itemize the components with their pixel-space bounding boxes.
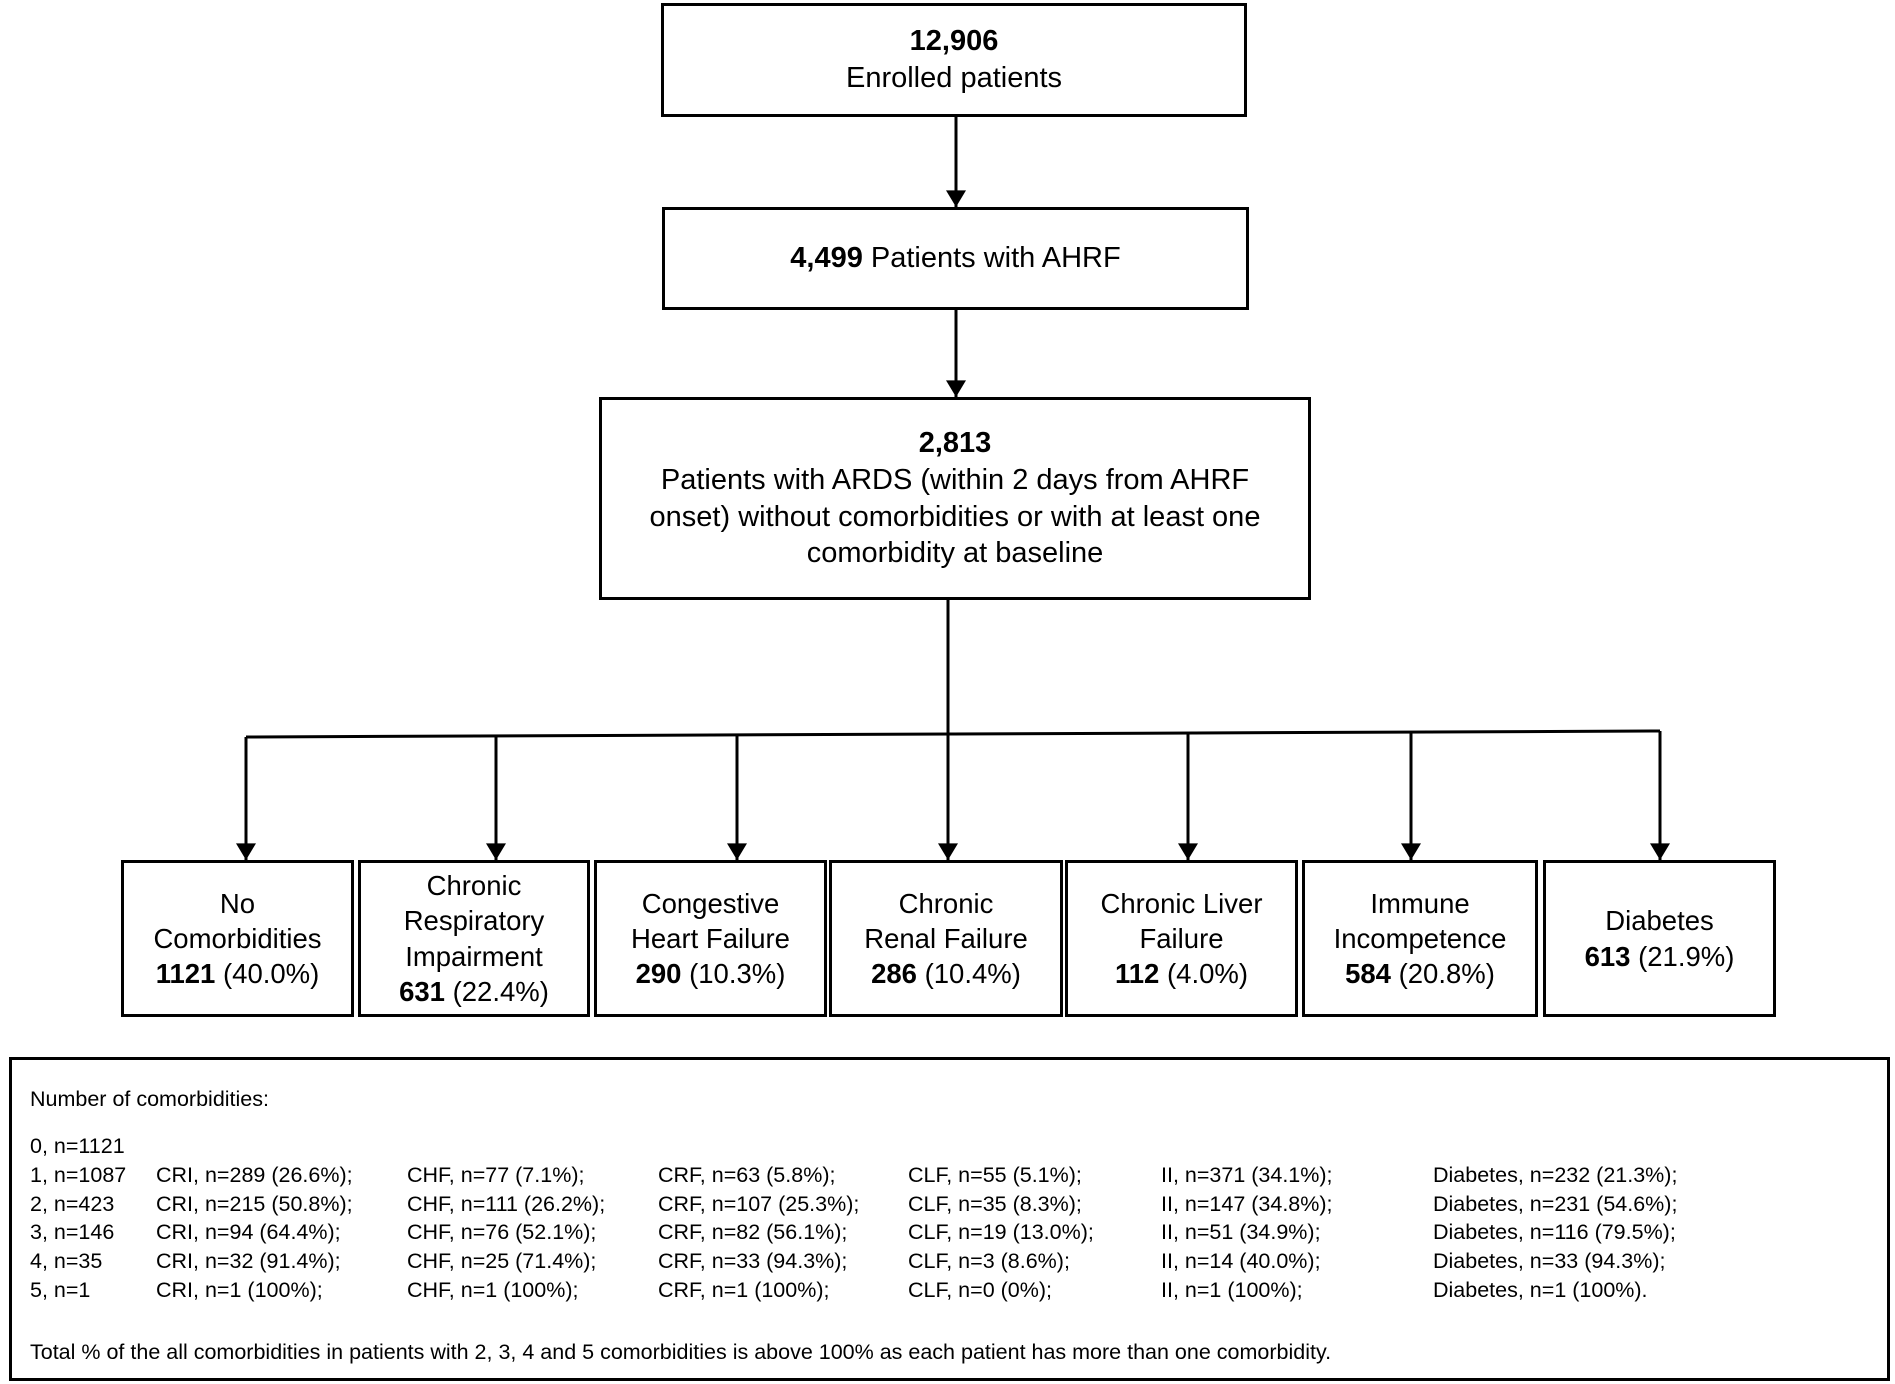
- category-line: Renal Failure: [864, 922, 1028, 954]
- category-line: Chronic: [426, 870, 522, 902]
- category-line: Respiratory: [403, 905, 545, 937]
- category-pct: (40.0%): [215, 958, 320, 990]
- legend-cell: II, n=14 (40.0%);: [1161, 1249, 1321, 1273]
- legend-cell: CLF, n=19 (13.0%);: [908, 1220, 1094, 1244]
- category-count: 613: [1584, 940, 1631, 972]
- category-line: Immune: [1370, 887, 1470, 919]
- legend-footnote: Total % of the all comorbidities in pati…: [30, 1340, 1332, 1364]
- category-count: 1121: [155, 958, 216, 990]
- category-line: Heart Failure: [631, 922, 790, 954]
- enrolled-count: 12,906: [909, 25, 999, 58]
- legend-cell: II, n=1 (100%);: [1161, 1278, 1303, 1302]
- category-pct: (4.0%): [1159, 958, 1248, 990]
- legend-title: Number of comorbidities:: [30, 1087, 269, 1111]
- category-value: 613 (21.9%): [1585, 939, 1735, 974]
- legend-cell: CRI, n=32 (91.4%);: [156, 1249, 341, 1273]
- legend-cell: 4, n=35: [30, 1249, 103, 1273]
- legend-cell: CHF, n=111 (26.2%);: [407, 1192, 606, 1216]
- category-line: Impairment: [405, 940, 543, 972]
- category-count: 584: [1345, 958, 1391, 990]
- legend-cell: 1, n=1087: [30, 1163, 127, 1187]
- category-no-comorbidities: No Comorbidities 1121 (40.0%): [121, 860, 354, 1017]
- category-pct: (20.8%): [1390, 958, 1495, 990]
- legend-cell: CRI, n=289 (26.6%);: [156, 1163, 353, 1187]
- legend-cell: Diabetes, n=33 (94.3%);: [1433, 1249, 1666, 1273]
- legend-cell: CLF, n=55 (5.1%);: [908, 1163, 1082, 1187]
- category-value: 290 (10.3%): [636, 956, 786, 991]
- category-line: Chronic: [898, 887, 994, 919]
- legend-cell: CRF, n=63 (5.8%);: [658, 1163, 836, 1187]
- legend-cell: Diabetes, n=231 (54.6%);: [1433, 1192, 1678, 1216]
- legend-cell: 3, n=146: [30, 1220, 115, 1244]
- legend-cell: CRF, n=33 (94.3%);: [658, 1249, 848, 1273]
- category-immune-incompetence: Immune Incompetence 584 (20.8%): [1302, 860, 1538, 1017]
- enrolled-patients-box: 12,906 Enrolled patients: [661, 3, 1247, 117]
- ards-count: 2,813: [918, 426, 992, 459]
- category-line: Diabetes: [1605, 905, 1714, 937]
- legend-cell: 0, n=1121: [30, 1134, 125, 1158]
- ahrf-patients-box: 4,499 Patients with AHRF: [662, 207, 1249, 310]
- category-congestive-heart-failure: Congestive Heart Failure 290 (10.3%): [594, 860, 827, 1017]
- ards-line-1: Patients with ARDS (within 2 days from A…: [660, 463, 1250, 496]
- legend-cell: CLF, n=35 (8.3%);: [908, 1192, 1082, 1216]
- legend-cell: CHF, n=76 (52.1%);: [407, 1220, 597, 1244]
- ards-line-3: comorbidity at baseline: [806, 537, 1104, 570]
- category-line: Congestive: [641, 887, 780, 919]
- legend-cell: CHF, n=77 (7.1%);: [407, 1163, 585, 1187]
- category-count: 631: [399, 975, 445, 1007]
- legend-cell: 2, n=423: [30, 1192, 115, 1216]
- category-count: 112: [1114, 958, 1160, 990]
- legend-cell: CLF, n=3 (8.6%);: [908, 1249, 1070, 1273]
- legend-cell: Diabetes, n=116 (79.5%);: [1433, 1220, 1676, 1244]
- category-chronic-renal-failure: Chronic Renal Failure 286 (10.4%): [829, 860, 1063, 1017]
- category-line: No: [219, 887, 256, 919]
- category-line: Chronic Liver: [1100, 887, 1263, 919]
- category-value: 631 (22.4%): [399, 974, 549, 1009]
- category-pct: (22.4%): [444, 975, 549, 1007]
- legend-cell: II, n=147 (34.8%);: [1161, 1192, 1333, 1216]
- category-pct: (10.3%): [681, 958, 786, 990]
- branch-horizontal-line: [245, 729, 1661, 739]
- legend-cell: CRI, n=94 (64.4%);: [156, 1220, 341, 1244]
- legend-cell: II, n=51 (34.9%);: [1161, 1220, 1321, 1244]
- ards-line-2: onset) without comorbidities or with at …: [649, 500, 1261, 533]
- category-chronic-liver-failure: Chronic Liver Failure 112 (4.0%): [1065, 860, 1298, 1017]
- category-value: 112 (4.0%): [1115, 956, 1248, 991]
- category-line: Comorbidities: [153, 922, 322, 954]
- category-count: 290: [635, 958, 682, 990]
- category-line: Incompetence: [1333, 922, 1507, 954]
- legend-cell: CHF, n=1 (100%);: [407, 1278, 579, 1302]
- legend-cell: CRF, n=82 (56.1%);: [658, 1220, 848, 1244]
- enrolled-label: Enrolled patients: [845, 62, 1063, 94]
- legend-cell: CRF, n=107 (25.3%);: [658, 1192, 860, 1216]
- category-pct: (21.9%): [1630, 940, 1735, 972]
- legend-cell: 5, n=1: [30, 1278, 91, 1302]
- legend-cell: II, n=371 (34.1%);: [1161, 1163, 1333, 1187]
- ahrf-label: Patients with AHRF: [862, 242, 1121, 275]
- category-diabetes: Diabetes 613 (21.9%): [1543, 860, 1776, 1017]
- category-line: Failure: [1139, 922, 1224, 954]
- comorbidity-breakdown-box: Number of comorbidities: 0, n=1121 1, n=1…: [9, 1057, 1890, 1381]
- category-value: 286 (10.4%): [871, 956, 1021, 991]
- legend-cell: CRI, n=215 (50.8%);: [156, 1192, 353, 1216]
- legend-cell: CRF, n=1 (100%);: [658, 1278, 830, 1302]
- category-value: 1121 (40.0%): [156, 956, 320, 991]
- category-chronic-respiratory-impairment: Chronic Respiratory Impairment 631 (22.4…: [358, 860, 590, 1017]
- legend-cell: CHF, n=25 (71.4%);: [407, 1249, 597, 1273]
- legend-cell: Diabetes, n=1 (100%).: [1433, 1278, 1648, 1302]
- category-pct: (10.4%): [916, 958, 1021, 990]
- legend-cell: Diabetes, n=232 (21.3%);: [1433, 1163, 1678, 1187]
- legend-cell: CLF, n=0 (0%);: [908, 1278, 1052, 1302]
- ahrf-count: 4,499: [790, 242, 863, 275]
- ards-patients-box: 2,813 Patients with ARDS (within 2 days …: [599, 397, 1311, 600]
- category-count: 286: [871, 958, 917, 990]
- category-value: 584 (20.8%): [1345, 956, 1495, 991]
- legend-cell: CRI, n=1 (100%);: [156, 1278, 323, 1302]
